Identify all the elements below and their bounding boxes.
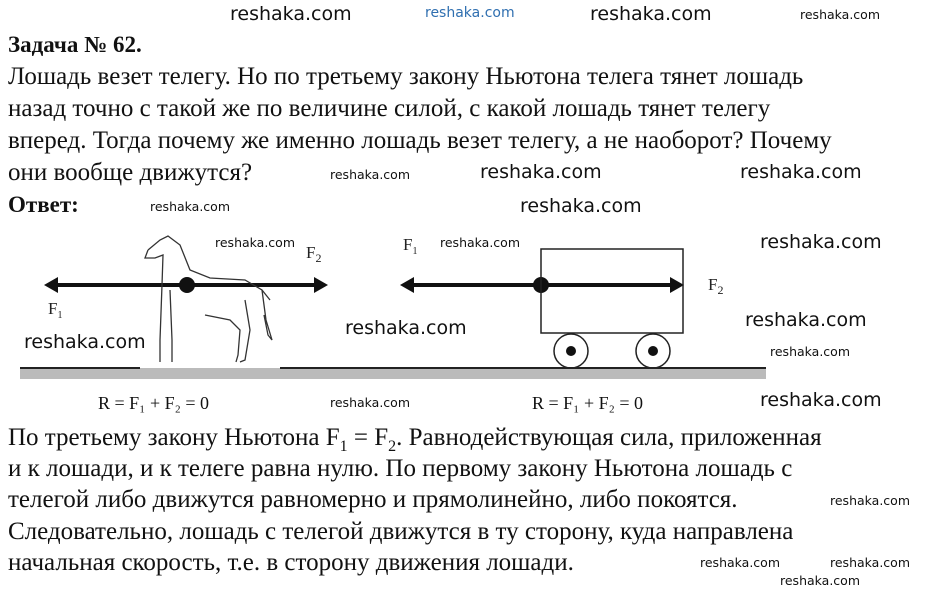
horse-icon bbox=[144, 235, 273, 363]
cart-icon bbox=[540, 248, 684, 369]
watermark: reshaka.com bbox=[745, 309, 867, 331]
resultant-equation-cart: R = F₁ + F₂ = 0 bbox=[532, 393, 644, 413]
arrow-f2-horse bbox=[314, 277, 328, 293]
watermark: reshaka.com bbox=[780, 573, 860, 588]
watermark: reshaka.com bbox=[24, 331, 146, 353]
watermark: reshaka.com bbox=[440, 235, 520, 250]
watermark: reshaka.com bbox=[480, 161, 602, 183]
answer-line: и к лошади, и к телеге равна нулю. По пе… bbox=[8, 455, 793, 482]
watermark: reshaka.com bbox=[425, 5, 515, 21]
watermark: reshaka.com bbox=[760, 389, 882, 411]
question-line: вперед. Тогда почему же именно лошадь ве… bbox=[8, 127, 832, 154]
answer-line: начальная скорость, т.е. в сторону движе… bbox=[8, 549, 574, 576]
f1-label-horse: F1 bbox=[48, 299, 62, 321]
watermark: reshaka.com bbox=[800, 7, 880, 22]
watermark: reshaka.com bbox=[830, 493, 910, 508]
watermark: reshaka.com bbox=[150, 199, 230, 214]
arrow-f1-horse bbox=[44, 277, 58, 293]
ground bbox=[20, 368, 766, 379]
watermark: reshaka.com bbox=[345, 317, 467, 339]
watermark: reshaka.com bbox=[330, 395, 410, 410]
watermark: reshaka.com bbox=[830, 555, 910, 570]
watermark: reshaka.com bbox=[230, 3, 352, 25]
watermark: reshaka.com bbox=[330, 167, 410, 182]
watermark: reshaka.com bbox=[760, 231, 882, 253]
watermark: reshaka.com bbox=[740, 161, 862, 183]
f2-label-horse: F2 bbox=[306, 243, 321, 265]
question-line: назад точно с такой же по величине силой… bbox=[8, 95, 771, 122]
resultant-equation-horse: R = F₁ + F₂ = 0 bbox=[98, 393, 210, 413]
watermark: reshaka.com bbox=[770, 344, 850, 359]
question-line: они вообще движутся? bbox=[8, 159, 253, 186]
answer-label: Ответ: bbox=[8, 192, 79, 217]
question-line: Лошадь везет телегу. Но по третьему зако… bbox=[8, 63, 804, 90]
watermark: reshaka.com bbox=[215, 235, 295, 250]
answer-line: Следовательно, лошадь с телегой движутся… bbox=[8, 518, 794, 545]
f1-label-cart: F1 bbox=[403, 235, 417, 257]
watermark: reshaka.com bbox=[700, 555, 780, 570]
f2-label-cart: F2 bbox=[708, 275, 723, 297]
task-title: Задача № 62. bbox=[8, 32, 142, 57]
watermark: reshaka.com bbox=[590, 3, 712, 25]
answer-line: По третьему закону Ньютона F1 = F2. Равн… bbox=[8, 424, 822, 455]
answer-line: телегой либо движутся равномерно и прямо… bbox=[8, 486, 738, 513]
watermark: reshaka.com bbox=[520, 195, 642, 217]
